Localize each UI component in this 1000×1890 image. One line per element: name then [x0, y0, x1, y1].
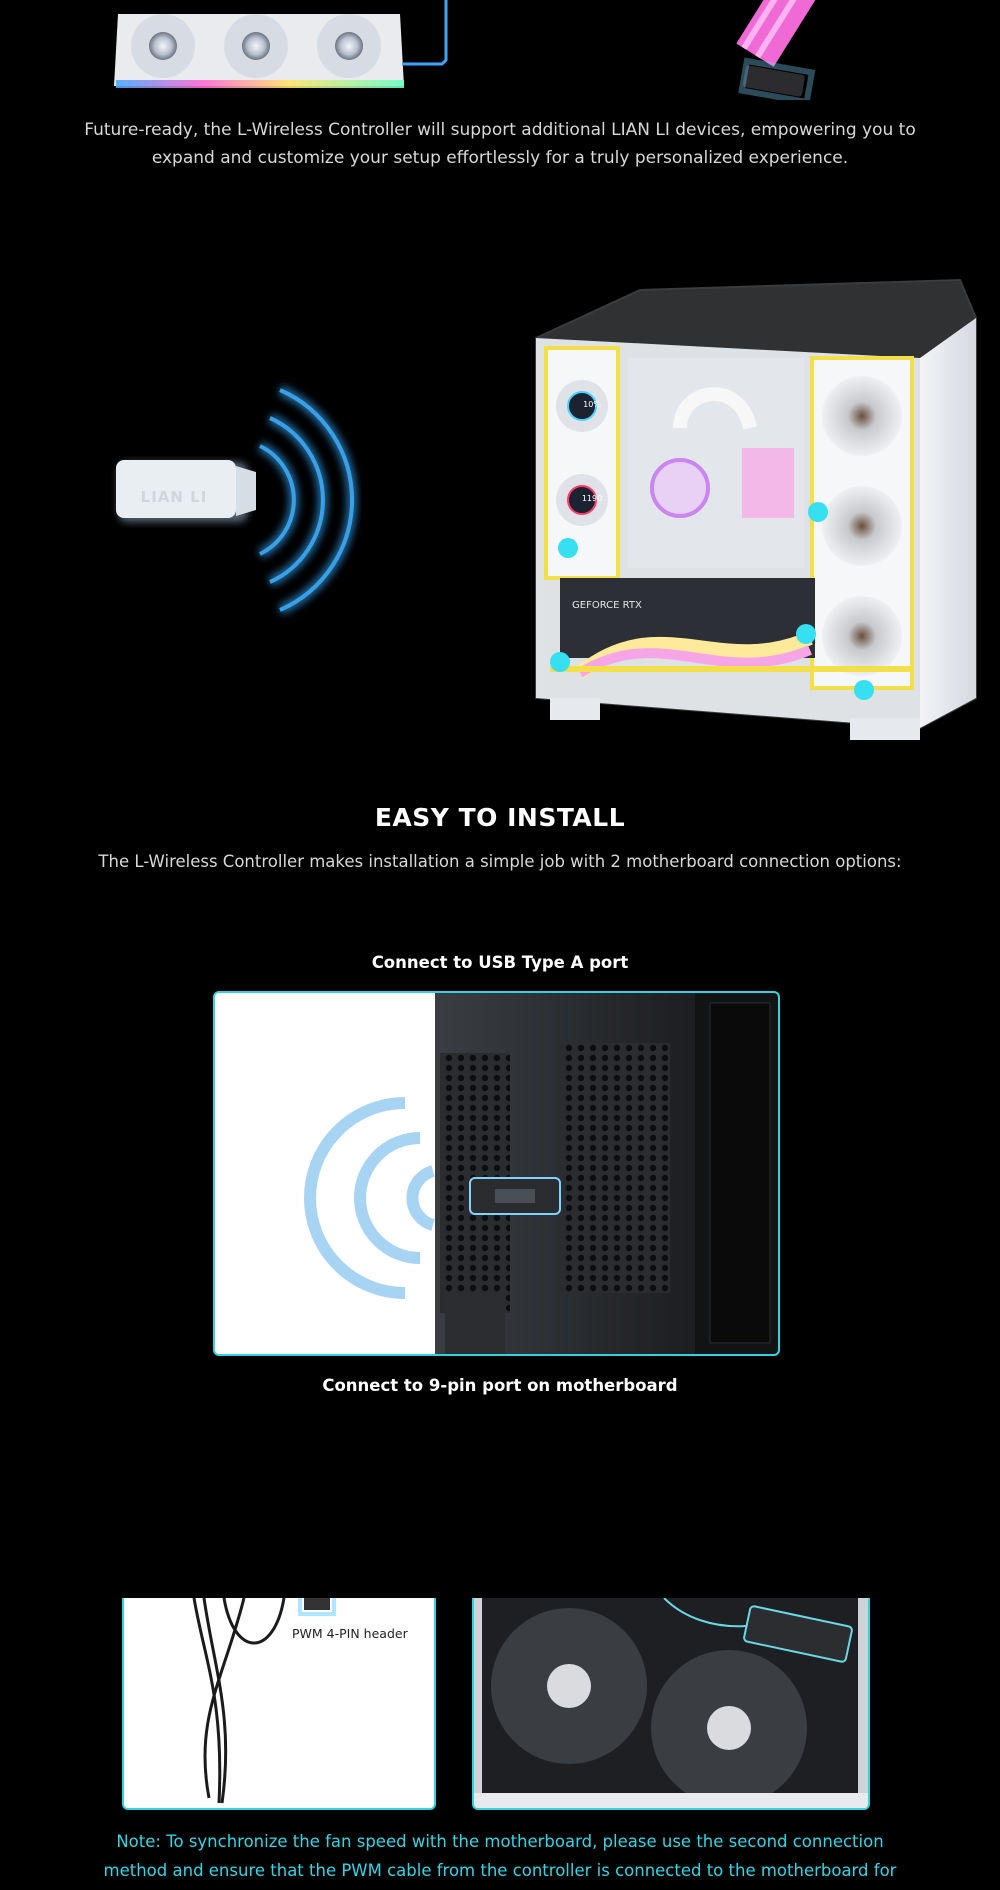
option2-caption: Connect to 9-pin port on motherboard: [322, 1376, 678, 1395]
section-heading: EASY TO INSTALL: [374, 803, 626, 832]
usb-install-image: [304, 993, 778, 1354]
option1-caption: Connect to USB Type A port: [371, 953, 629, 972]
section-subtitle: The L-Wireless Controller makes installa…: [98, 852, 902, 871]
gpu-brand-text: GEFORCE RTX: [572, 600, 642, 611]
wireless-dongle-illustration: LIAN LI: [100, 370, 420, 630]
intro-line-1: Future-ready, the L-Wireless Controller …: [84, 120, 916, 140]
pwm-header-label: PWM 4-PIN header: [292, 1626, 408, 1641]
wireless-waves-graphic: [116, 385, 357, 615]
top-product-strip: [0, 0, 1000, 106]
pwm-cable-image-frame: PWM 4-PIN header: [122, 1598, 436, 1810]
fans-and-cable-image: [114, 0, 827, 106]
dongle-logo: LIAN LI: [140, 488, 208, 506]
fan-screen-readout-1: 10%: [583, 400, 601, 409]
fan-screen-readout-2: 1190: [581, 494, 603, 503]
usb-install-image-frame: [213, 991, 780, 1356]
controller-in-case-image: [474, 1598, 868, 1808]
note-line-1: Note: To synchronize the fan speed with …: [116, 1832, 884, 1851]
note-line-2: method and ensure that the PWM cable fro…: [103, 1861, 897, 1880]
sync-note: Note: To synchronize the fan speed with …: [0, 1827, 1000, 1885]
dongle-body: [116, 460, 236, 518]
intro-paragraph: Future-ready, the L-Wireless Controller …: [0, 116, 1000, 172]
pc-case-illustration: 10% 1190 GEFORCE RTX: [520, 278, 980, 748]
pc-case-image: [535, 278, 977, 740]
pwm-cable-image: [192, 1598, 336, 1804]
intro-line-2: expand and customize your setup effortle…: [151, 148, 849, 168]
controller-in-case-image-frame: [472, 1598, 870, 1810]
